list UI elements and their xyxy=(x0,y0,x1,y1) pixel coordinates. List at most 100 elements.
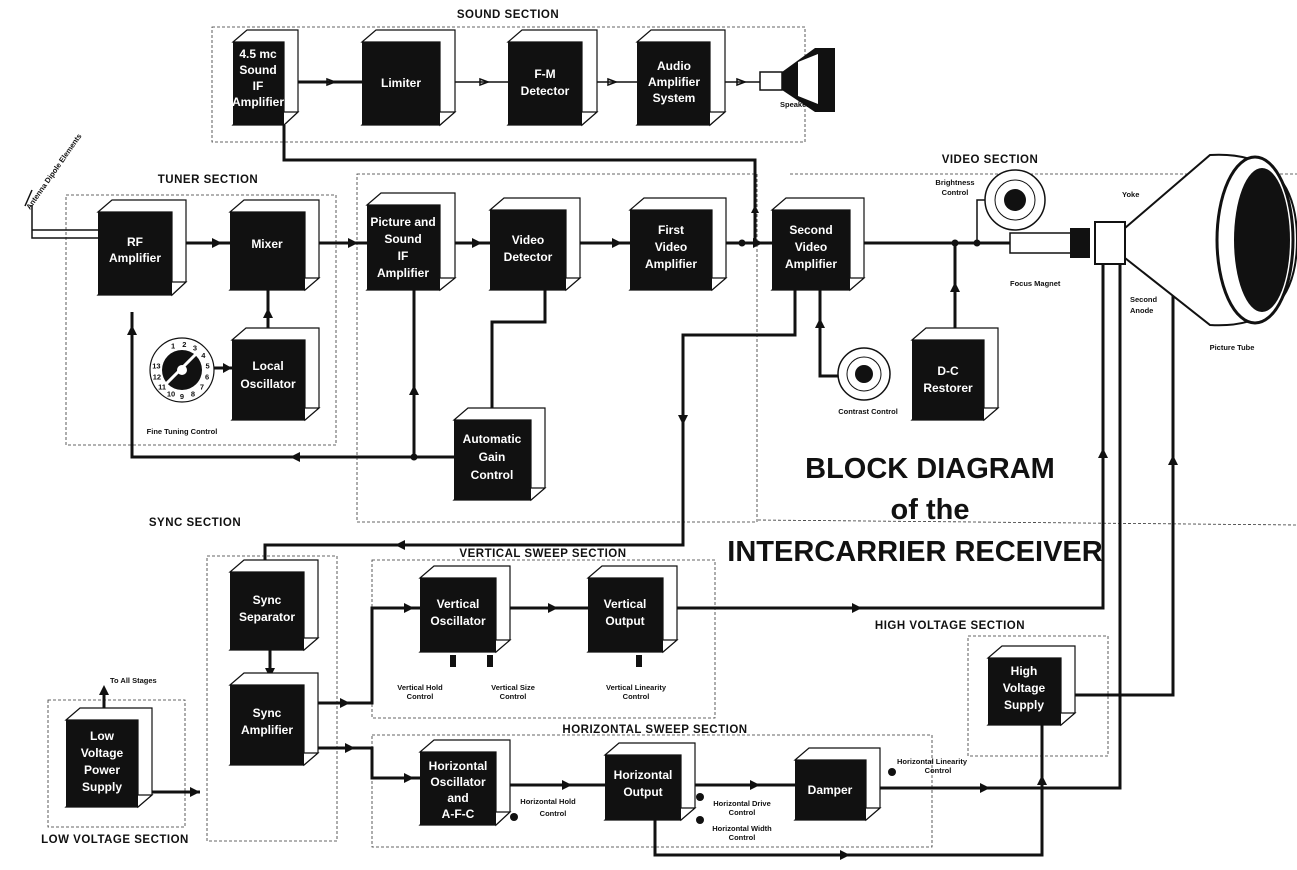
svg-text:Picture and: Picture and xyxy=(370,215,435,229)
svg-text:Damper: Damper xyxy=(808,783,853,797)
svg-text:4.5 mc: 4.5 mc xyxy=(239,47,277,61)
svg-text:Voltage: Voltage xyxy=(81,746,124,760)
dial-number: 13 xyxy=(152,362,160,371)
low-voltage-section-label: LOW VOLTAGE SECTION xyxy=(41,834,189,846)
brightness-knob-icon: Brightness Control xyxy=(935,169,1046,240)
dial-number: 1 xyxy=(171,342,175,351)
horizontal-hold-knob-icon xyxy=(510,813,518,821)
svg-text:Oscillator: Oscillator xyxy=(430,775,486,789)
svg-text:Separator: Separator xyxy=(239,610,295,624)
antenna-label: Antenna Dipole Elements xyxy=(24,132,83,211)
svg-text:Second: Second xyxy=(789,223,832,237)
svg-text:Local: Local xyxy=(252,359,283,373)
sound-section-label: SOUND SECTION xyxy=(457,9,559,21)
brightness-label-2: Control xyxy=(942,188,969,197)
speaker-label: Speaker xyxy=(780,100,809,109)
svg-text:Video: Video xyxy=(512,233,544,247)
dial-number: 12 xyxy=(153,373,161,382)
svg-text:Amplifier: Amplifier xyxy=(232,95,284,109)
svg-text:IF: IF xyxy=(398,249,409,263)
limiter-block: Limiter xyxy=(360,29,457,127)
dial-number: 10 xyxy=(167,390,175,399)
mixer-block: Mixer xyxy=(228,199,321,292)
svg-text:Sound: Sound xyxy=(239,63,276,77)
vertical-size-label-2: Control xyxy=(500,692,527,701)
svg-text:Low: Low xyxy=(90,729,115,743)
svg-text:Automatic: Automatic xyxy=(463,432,522,446)
svg-text:Limiter: Limiter xyxy=(381,76,421,90)
dial-number: 7 xyxy=(200,383,204,392)
contrast-label: Contrast Control xyxy=(838,407,898,416)
vertical-size-knob-icon xyxy=(487,655,493,667)
svg-text:Supply: Supply xyxy=(1004,698,1044,712)
svg-text:Gain: Gain xyxy=(479,450,506,464)
svg-text:Horizontal: Horizontal xyxy=(614,768,673,782)
svg-text:Vertical: Vertical xyxy=(604,597,647,611)
horizontal-width-label-2: Control xyxy=(729,833,756,842)
svg-text:Output: Output xyxy=(605,614,644,628)
speaker-icon: Speaker xyxy=(759,48,835,112)
dial-number: 2 xyxy=(182,340,186,349)
brightness-label-1: Brightness xyxy=(935,178,974,187)
title-line-2: of the xyxy=(891,494,970,526)
horizontal-hold-label-1: Horizontal Hold xyxy=(520,797,576,806)
dial-number: 6 xyxy=(205,373,209,382)
horizontal-linearity-knob-icon xyxy=(888,768,896,776)
horizontal-width-knob-icon xyxy=(696,816,704,824)
horizontal-drive-label-1: Horizontal Drive xyxy=(713,799,771,808)
vertical-section-label: VERTICAL SWEEP SECTION xyxy=(459,548,626,560)
focus-magnet-label: Focus Magnet xyxy=(1010,279,1061,288)
svg-text:Detector: Detector xyxy=(521,84,570,98)
svg-text:Audio: Audio xyxy=(657,59,691,73)
svg-text:Output: Output xyxy=(623,785,662,799)
yoke-label: Yoke xyxy=(1122,190,1139,199)
svg-text:Oscillator: Oscillator xyxy=(240,377,296,391)
control-labels: To All Stages Vertical Hold Control Vert… xyxy=(110,655,968,842)
dial-number: 4 xyxy=(201,351,206,360)
svg-text:Sync: Sync xyxy=(253,706,282,720)
vertical-size-label-1: Vertical Size xyxy=(491,683,535,692)
svg-text:and: and xyxy=(447,791,468,805)
svg-text:IF: IF xyxy=(253,79,264,93)
diagram-title: BLOCK DIAGRAM of the INTERCARRIER RECEIV… xyxy=(727,453,1102,568)
picture-tube-label: Picture Tube xyxy=(1210,343,1255,352)
horizontal-width-label-1: Horizontal Width xyxy=(712,824,772,833)
svg-text:Voltage: Voltage xyxy=(1003,681,1046,695)
svg-text:Sound: Sound xyxy=(384,232,421,246)
svg-text:Sync: Sync xyxy=(253,593,282,607)
vertical-hold-label-1: Vertical Hold xyxy=(397,683,443,692)
vertical-linearity-knob-icon xyxy=(636,655,642,667)
svg-text:First: First xyxy=(658,223,684,237)
svg-text:Amplifier: Amplifier xyxy=(645,257,697,271)
damper-block: Damper xyxy=(793,747,882,822)
horizontal-hold-label-2: Control xyxy=(540,809,567,818)
svg-text:Mixer: Mixer xyxy=(251,237,283,251)
vertical-hold-knob-icon xyxy=(450,655,456,667)
horizontal-drive-knob-icon xyxy=(696,793,704,801)
horizontal-linearity-label-1: Horizontal Linearity xyxy=(897,757,968,766)
svg-text:Control: Control xyxy=(471,468,514,482)
sync-section-label: SYNC SECTION xyxy=(149,517,241,529)
dial-number: 5 xyxy=(206,362,210,371)
horizontal-drive-label-2: Control xyxy=(729,808,756,817)
svg-text:Detector: Detector xyxy=(504,250,553,264)
horizontal-section-label: HORIZONTAL SWEEP SECTION xyxy=(562,724,747,736)
svg-text:Amplifier: Amplifier xyxy=(241,723,293,737)
svg-text:Amplifier: Amplifier xyxy=(377,266,429,280)
